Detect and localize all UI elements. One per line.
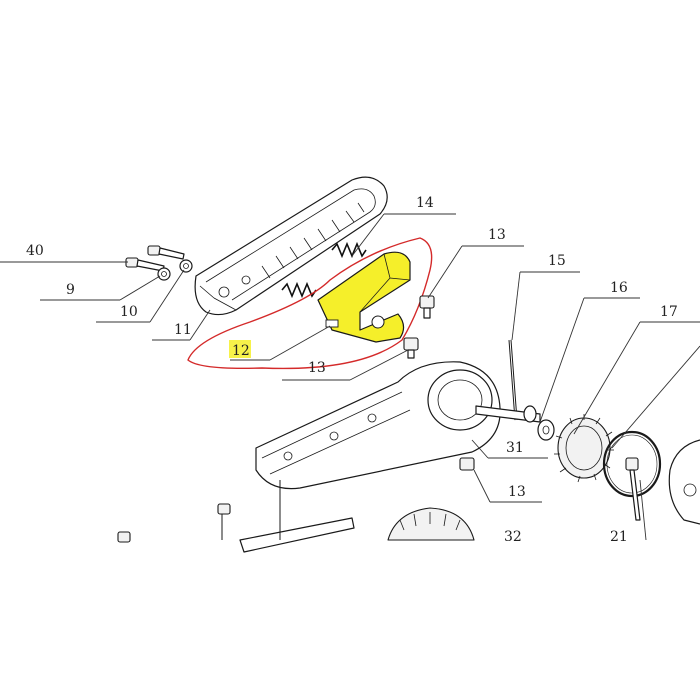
label-13-top: 13 (488, 227, 506, 243)
screw-part-21[interactable] (625, 457, 641, 521)
small-nuts-lower[interactable] (117, 480, 281, 543)
label-32: 32 (504, 529, 522, 545)
pin-part-15[interactable] (508, 339, 518, 421)
lever-part-12[interactable] (317, 251, 411, 343)
label-31: 31 (506, 440, 524, 456)
part-labels: 40 9 10 11 12 14 13 13 13 15 16 17 31 32… (26, 195, 678, 545)
bolt-part-13[interactable] (403, 295, 475, 471)
o-ring[interactable] (602, 430, 662, 498)
label-21: 21 (610, 529, 628, 545)
label-17: 17 (660, 304, 678, 320)
lever-body (317, 251, 411, 343)
label-13-mid: 13 (308, 360, 326, 376)
lower-bar[interactable] (239, 517, 355, 553)
handle-part-11[interactable] (194, 176, 388, 316)
main-housing[interactable] (255, 361, 501, 490)
screw-part-40[interactable] (125, 245, 185, 272)
highlight-outline (187, 237, 433, 370)
label-13-low: 13 (508, 484, 526, 500)
label-11: 11 (174, 322, 192, 338)
gear-part-32[interactable] (387, 507, 475, 541)
leader-lines (0, 213, 700, 541)
gear-cover-partial[interactable] (668, 439, 700, 525)
label-15: 15 (548, 253, 566, 269)
washer-part-16[interactable] (523, 405, 555, 441)
label-10: 10 (120, 304, 138, 320)
nut-part-9-10[interactable] (157, 259, 193, 281)
label-12-highlight (229, 340, 251, 358)
label-40: 40 (26, 243, 44, 259)
label-12: 12 (232, 343, 250, 359)
label-9: 9 (66, 282, 75, 298)
label-14: 14 (416, 195, 434, 211)
label-16: 16 (610, 280, 628, 296)
